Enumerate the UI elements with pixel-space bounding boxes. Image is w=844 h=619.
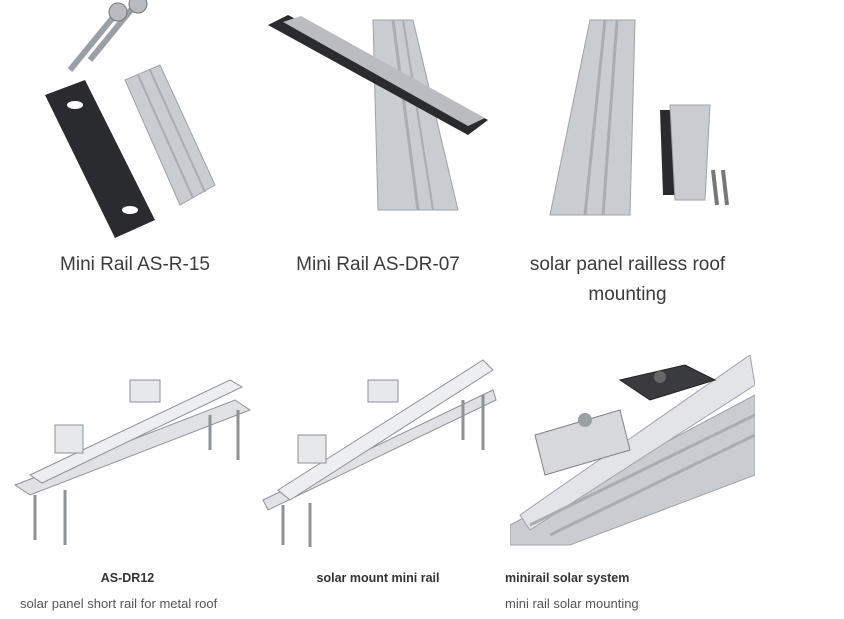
product-name[interactable]: solar mount mini rail — [316, 571, 440, 585]
product-name[interactable]: minirail solar system — [505, 571, 630, 585]
product-card-as-r-15[interactable]: Mini Rail AS-R-15 — [20, 0, 250, 290]
product-card-solar-mount-mini-rail[interactable]: solar mount mini rail — [258, 355, 498, 615]
mini-rail-assembly-image[interactable] — [258, 355, 498, 550]
product-subtitle: mini rail solar mounting — [505, 596, 639, 611]
mini-rail-with-rubber-pad-image[interactable] — [263, 10, 493, 215]
product-card-minirail-solar-system[interactable]: minirail solar system mini rail solar mo… — [505, 355, 755, 615]
product-title[interactable]: solar panel railless roof mounting — [529, 254, 726, 305]
mini-rail-with-screws-and-gasket-image[interactable] — [30, 0, 240, 240]
product-title[interactable]: Mini Rail AS-DR-07 — [296, 254, 460, 275]
product-name[interactable]: AS-DR12 — [100, 571, 155, 585]
minirail-closeup-image[interactable] — [510, 355, 755, 550]
short-rail-assembly-image[interactable] — [10, 355, 255, 550]
product-card-as-dr-07[interactable]: Mini Rail AS-DR-07 — [258, 0, 498, 290]
railless-roof-mount-image[interactable] — [545, 10, 740, 220]
product-card-as-dr12[interactable]: AS-DR12 solar panel short rail for metal… — [5, 355, 260, 615]
product-card-railless-roof[interactable]: solar panel railless roof mounting — [505, 0, 750, 310]
product-title[interactable]: Mini Rail AS-R-15 — [60, 254, 210, 275]
product-subtitle: solar panel short rail for metal roof — [20, 596, 218, 611]
